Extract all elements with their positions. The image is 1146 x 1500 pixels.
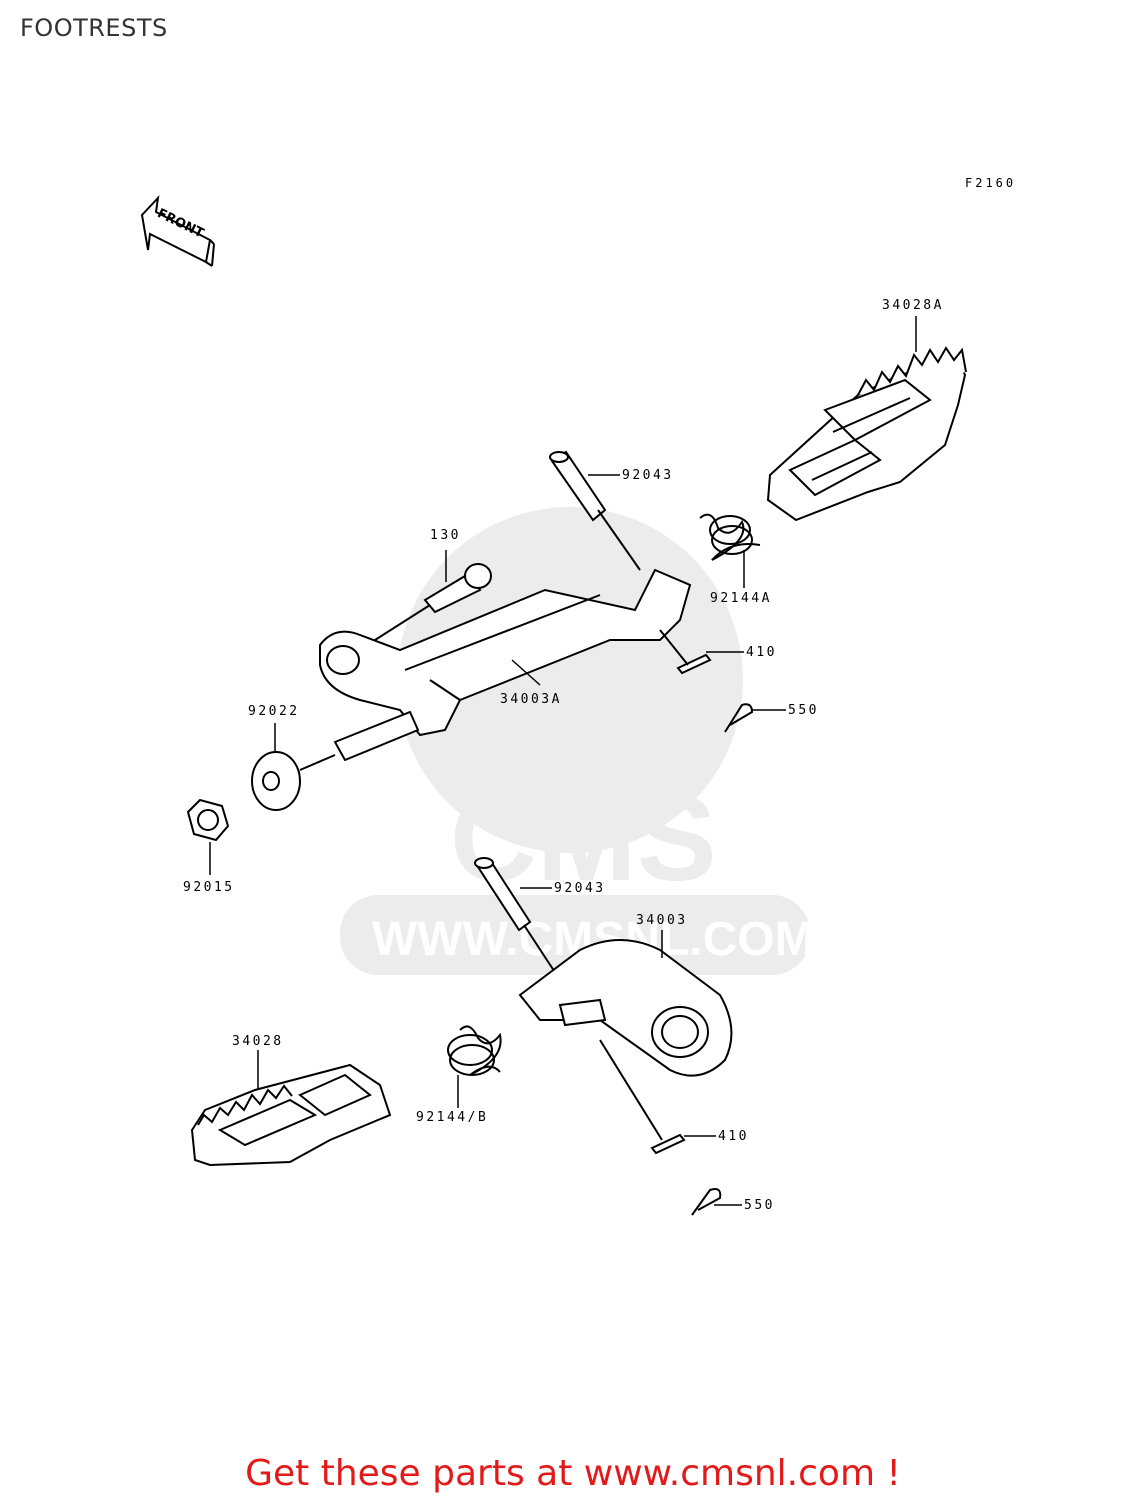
callout-spring-lower: 92144/B xyxy=(416,1110,489,1125)
watermark: CMS WWW.CMSNL.COM xyxy=(340,507,815,975)
spring-lower xyxy=(447,1025,502,1076)
clip-upper xyxy=(724,703,754,733)
callout-bolt: 130 xyxy=(430,528,461,543)
callout-bracket-lower: 34003 xyxy=(636,913,688,928)
spring-upper xyxy=(699,513,761,561)
callout-pin-lower: 92043 xyxy=(554,881,606,896)
leader-lines xyxy=(209,316,917,1206)
callout-pin-upper: 92043 xyxy=(622,468,674,483)
callout-cotter-upper: 410 xyxy=(746,645,777,660)
callout-footpeg-right: 34028A xyxy=(882,298,944,313)
footpeg-right xyxy=(766,346,967,522)
cotter-lower xyxy=(599,1039,686,1155)
callout-washer: 92022 xyxy=(248,704,300,719)
footpeg-left xyxy=(190,1063,392,1167)
callout-nut: 92015 xyxy=(183,880,235,895)
callout-clip-lower: 550 xyxy=(744,1198,775,1213)
bracket-lower xyxy=(518,939,733,1077)
nut xyxy=(186,798,230,842)
page-title: FOOTRESTS xyxy=(20,14,168,42)
callout-clip-upper: 550 xyxy=(788,703,819,718)
washer xyxy=(251,751,301,811)
clip-lower xyxy=(691,1188,722,1216)
shaft xyxy=(299,710,420,771)
callout-footpeg-left: 34028 xyxy=(232,1034,284,1049)
cotter-upper xyxy=(659,629,712,675)
pin-upper xyxy=(549,450,641,571)
bolt xyxy=(374,563,492,641)
callout-cotter-lower: 410 xyxy=(718,1129,749,1144)
bracket-upper xyxy=(319,568,692,737)
promo-banner[interactable]: Get these parts at www.cmsnl.com ! xyxy=(245,1453,901,1494)
front-arrow-icon: FRONT xyxy=(140,195,215,267)
callout-spring-upper: 92144A xyxy=(710,591,772,606)
callout-bracket-upper: 34003A xyxy=(500,692,562,707)
figure-code: F2160 xyxy=(965,176,1017,190)
